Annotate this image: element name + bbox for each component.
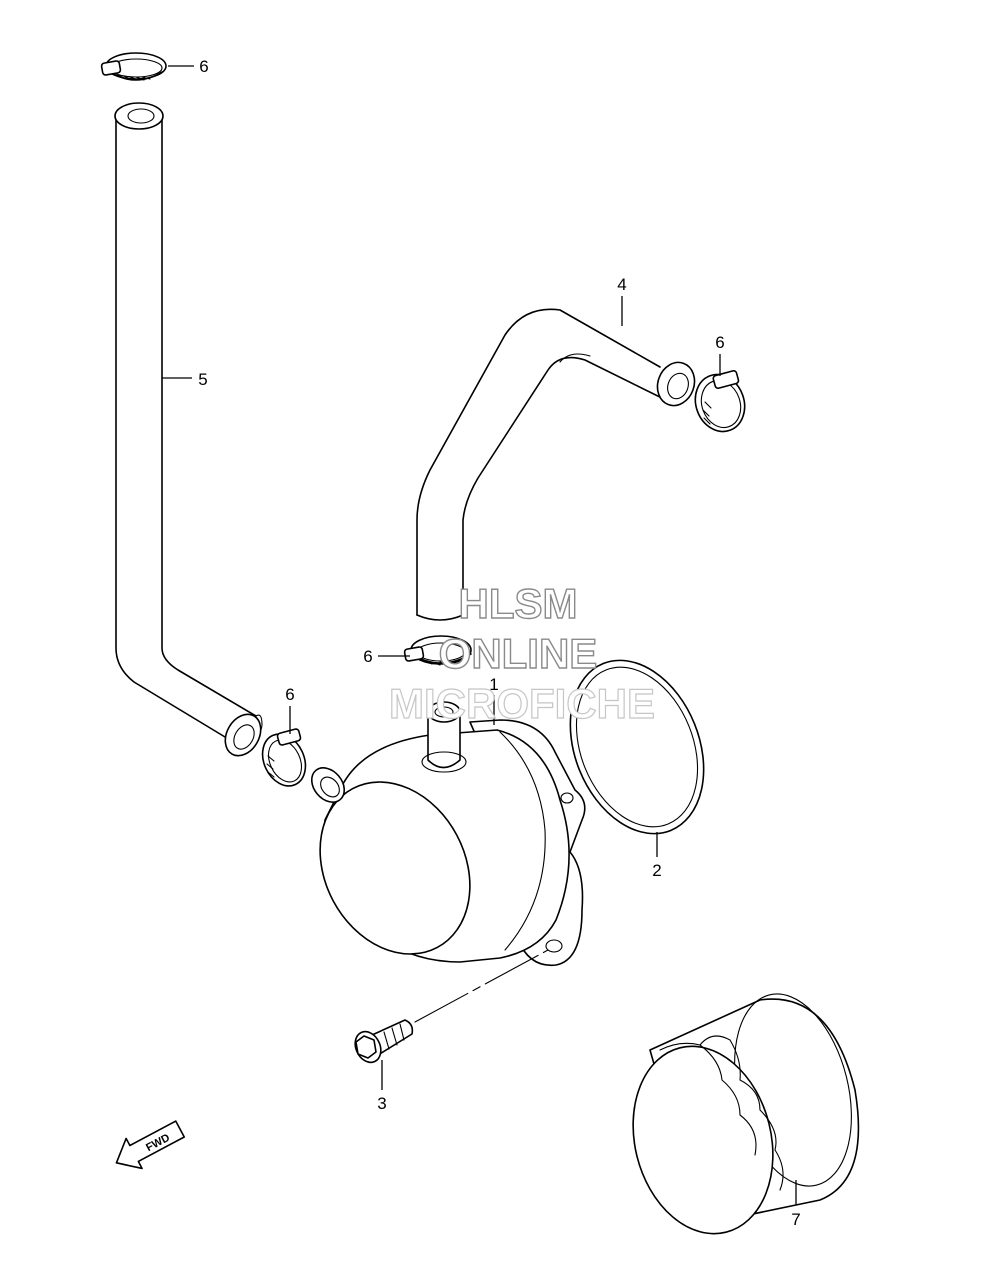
hose-part-4[interactable] bbox=[416, 308, 700, 621]
watermark-line-3: MICROFICHE bbox=[389, 680, 655, 727]
bolt-part-3[interactable] bbox=[350, 1019, 414, 1067]
oil-filter-part-7[interactable] bbox=[614, 982, 870, 1249]
callout-7[interactable]: 7 bbox=[791, 1210, 800, 1229]
callout-1[interactable]: 1 bbox=[489, 675, 498, 694]
callout-6-middle[interactable]: 6 bbox=[363, 647, 372, 666]
callout-numbers: 6 5 4 6 6 6 1 2 3 7 bbox=[198, 57, 800, 1229]
callout-4[interactable]: 4 bbox=[617, 275, 626, 294]
callout-6-top[interactable]: 6 bbox=[199, 57, 208, 76]
hose-clamp-right[interactable] bbox=[688, 368, 753, 439]
hose-clamp-top[interactable] bbox=[100, 52, 167, 81]
callout-5[interactable]: 5 bbox=[198, 370, 207, 389]
callout-6-lower[interactable]: 6 bbox=[285, 685, 294, 704]
leader-lines bbox=[162, 65, 797, 1205]
watermark-line-2: ONLINE bbox=[439, 630, 598, 677]
callout-6-right[interactable]: 6 bbox=[715, 333, 724, 352]
watermark-line-1: HLSM bbox=[459, 580, 578, 627]
hose-clamp-lower-left[interactable] bbox=[254, 727, 313, 793]
o-ring-part-2[interactable] bbox=[546, 640, 728, 853]
oil-cooler-part-1[interactable] bbox=[291, 701, 586, 1023]
hose-part-5[interactable] bbox=[114, 102, 268, 762]
forward-direction-arrow: FWD bbox=[115, 1120, 186, 1170]
callout-3[interactable]: 3 bbox=[377, 1094, 386, 1113]
hose-clamp-middle[interactable] bbox=[403, 635, 472, 666]
watermark: HLSM ONLINE MICROFICHE bbox=[388, 579, 655, 727]
callout-2[interactable]: 2 bbox=[652, 861, 661, 880]
